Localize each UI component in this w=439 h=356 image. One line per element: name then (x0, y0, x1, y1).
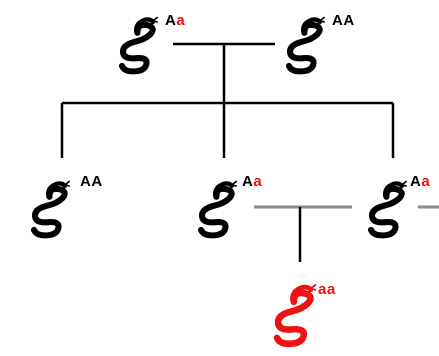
allele-2: A (343, 12, 355, 29)
snake-icon (371, 182, 406, 236)
allele-1: A (80, 173, 92, 190)
allele-2: A (91, 173, 103, 190)
allele-1: A (165, 12, 177, 29)
snake-icon (289, 18, 324, 72)
allele-2: a (421, 173, 431, 190)
snake-icon (122, 18, 157, 72)
sibship-line (60, 101, 395, 158)
snake-body (34, 182, 69, 236)
snake-icon (34, 182, 69, 236)
snake-body (277, 285, 315, 344)
genotype-child-middle: Aa (242, 174, 262, 189)
genotype-grandchild: aa (318, 282, 336, 297)
allele-2: a (326, 281, 336, 298)
genotype-parent-right: AA (332, 13, 355, 28)
snake-icon (201, 182, 236, 236)
genotype-child-right: Aa (410, 174, 430, 189)
allele-2: a (253, 173, 263, 190)
genotype-child-left: AA (80, 174, 103, 189)
snake-body (122, 18, 157, 72)
snake-icon (277, 285, 315, 344)
allele-1: a (318, 281, 327, 298)
allele-1: A (242, 173, 254, 190)
snake-body (371, 182, 406, 236)
snake-body (289, 18, 324, 72)
allele-1: A (410, 173, 422, 190)
allele-1: A (332, 12, 344, 29)
allele-2: a (176, 12, 186, 29)
genotype-parent-left: Aa (165, 13, 185, 28)
snake-body (201, 182, 236, 236)
